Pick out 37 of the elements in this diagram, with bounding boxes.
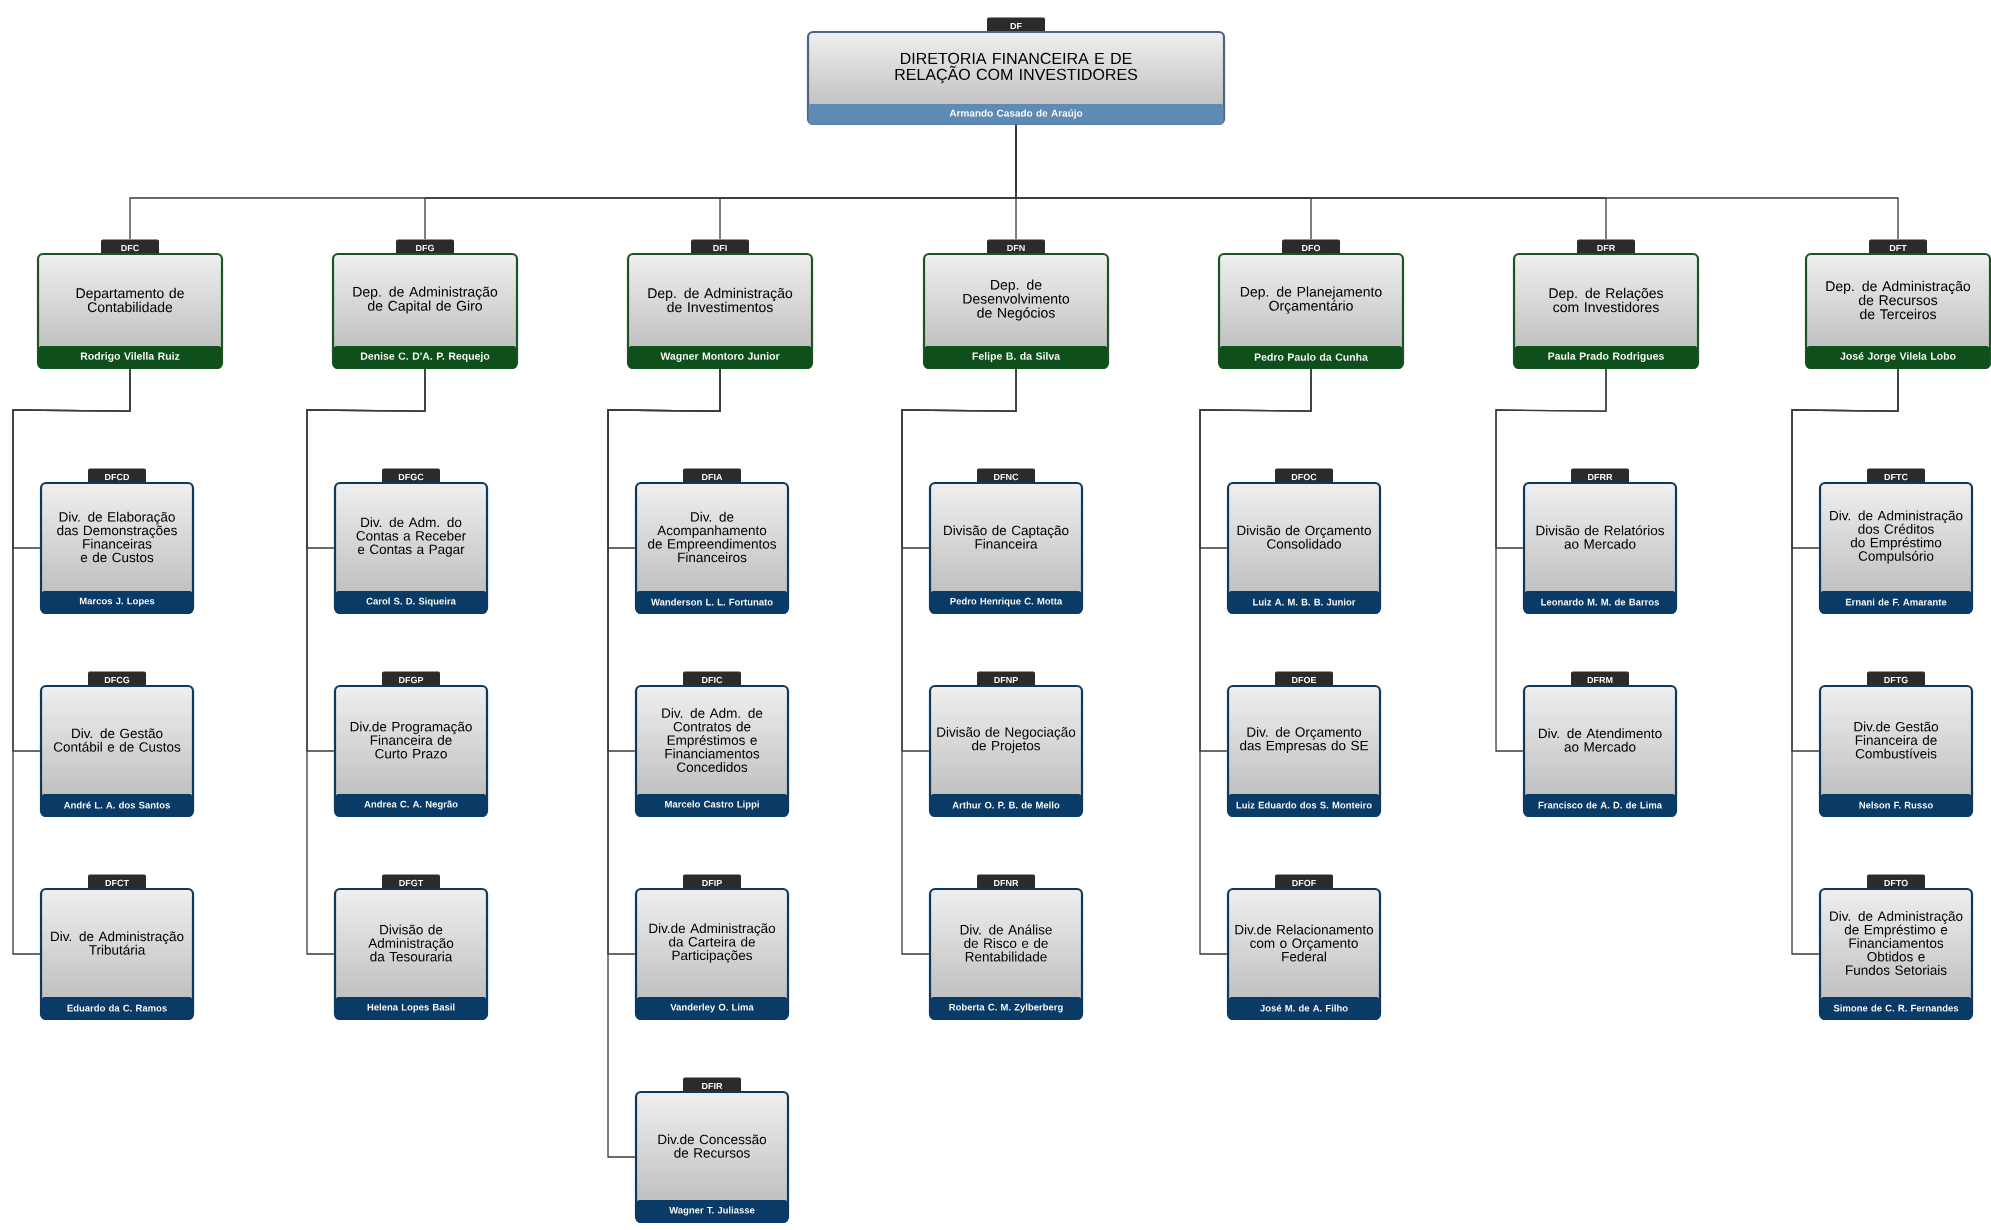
name-band: Armando Casado de Araújo [808, 104, 1224, 125]
name-band: Luiz A. M. B. B. Junior [1228, 591, 1380, 614]
name-band: Luiz Eduardo dos S. Monteiro [1228, 794, 1380, 817]
name-band: Felipe B. da Silva [924, 346, 1108, 369]
name-band: Helena Lopes Basil [335, 997, 487, 1020]
connector-line [901, 368, 1017, 955]
name-band: Rodrigo Vilella Ruiz [38, 346, 222, 369]
name-band: Marcelo Castro Lippi [636, 794, 788, 817]
name-band: Leonardo M. M. de Barros [1524, 591, 1676, 614]
name-band: Pedro Henrique C. Motta [930, 591, 1082, 614]
connector-line [1495, 368, 1607, 752]
name-band: André L. A. dos Santos [41, 794, 193, 817]
name-band: Carol S. D. Siqueira [335, 591, 487, 614]
name-band: Wagner T. Juliasse [636, 1200, 788, 1223]
name-band: Arthur O. P. B. de Mello [930, 794, 1082, 817]
name-band: Andrea C. A. Negrão [335, 794, 487, 817]
name-band: Simone de C. R. Fernandes [1820, 997, 1972, 1020]
connector-line [1015, 124, 1899, 240]
connector-line [1199, 368, 1312, 955]
name-band: Vanderley O. Lima [636, 997, 788, 1020]
connector-line [607, 368, 721, 1158]
name-band: Roberta C. M. Zylberberg [930, 997, 1082, 1020]
name-band: Francisco de A. D. de Lima [1524, 794, 1676, 817]
name-band: Pedro Paulo da Cunha [1219, 346, 1403, 369]
connector-line [306, 368, 426, 955]
name-band: Denise C. D'A. P. Requejo [333, 346, 517, 369]
name-band: Eduardo da C. Ramos [41, 997, 193, 1020]
connector-line [1791, 368, 1899, 955]
name-band: Ernani de F. Amarante [1820, 591, 1972, 614]
name-band: Nelson F. Russo [1820, 794, 1972, 817]
name-band: José Jorge Vilela Lobo [1806, 346, 1990, 369]
name-band: Wanderson L. L. Fortunato [636, 591, 788, 614]
name-band: José M. de A. Filho [1228, 997, 1380, 1020]
name-band: Marcos J. Lopes [41, 591, 193, 614]
name-band: Wagner Montoro Junior [628, 346, 812, 369]
connector-line [12, 368, 131, 955]
name-band: Paula Prado Rodrigues [1514, 346, 1698, 369]
